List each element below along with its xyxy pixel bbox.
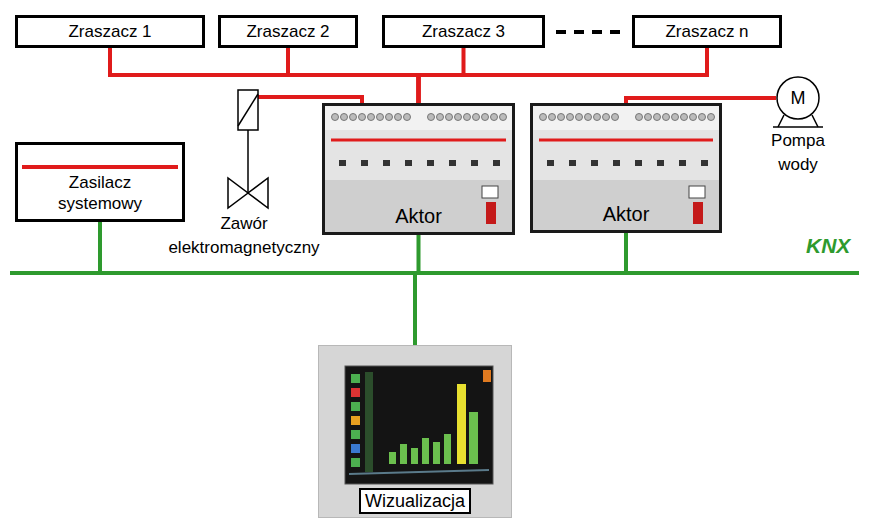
node-label: Aktor [395, 204, 442, 228]
wire [288, 48, 419, 103]
part-label: Pompa wody [771, 129, 825, 177]
sprinkler-box: Zraszacz 1 [15, 15, 205, 48]
sprinkler-box: Zraszacz 3 [382, 15, 545, 48]
node-label: Zraszacz 3 [422, 21, 505, 42]
sprinkler-box: Zraszacz n [632, 15, 782, 48]
node-label: Zraszacz 2 [246, 21, 329, 42]
label-position: KNX [806, 234, 850, 258]
label-position: Zawór elektromagnetyczny [168, 212, 319, 260]
node-label: Zraszacz 1 [68, 21, 151, 42]
node-label: Wizualizacja [359, 488, 471, 514]
motor-circle: M [776, 76, 820, 120]
visualization-panel: Wizualizacja [318, 345, 512, 518]
valve-symbol [228, 90, 268, 208]
sprinkler-box: Zraszacz 2 [218, 15, 358, 48]
node-label: Zasilacz systemowy [58, 172, 142, 214]
wire [419, 48, 708, 103]
node-label: Aktor [603, 202, 650, 226]
actuator-box: Aktor [322, 103, 515, 235]
part-label: Zawór elektromagnetyczny [168, 212, 319, 260]
node-label: Zraszacz n [665, 21, 748, 42]
wire [110, 48, 419, 103]
node-label: M [791, 88, 806, 108]
ellipsis-dashes [556, 30, 620, 34]
actuator-box: Aktor [530, 103, 722, 233]
label-position: Pompa wody [771, 129, 825, 177]
power-supply-box: Zasilacz systemowy [15, 142, 185, 222]
bus-name: KNX [806, 234, 850, 258]
